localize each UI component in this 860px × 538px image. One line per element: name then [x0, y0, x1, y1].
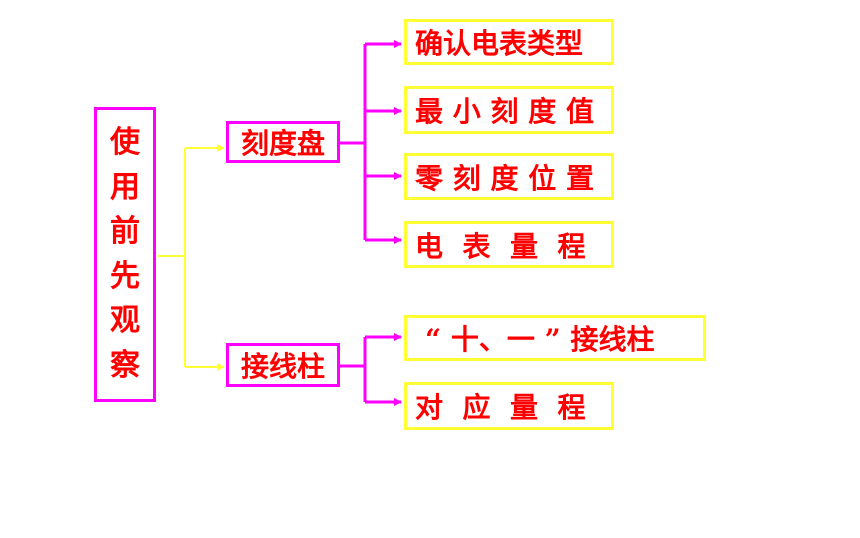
leaf-label: 零 刻 度 位 置: [415, 161, 594, 195]
leaf-min-division: 最 小 刻 度 值: [404, 86, 614, 134]
branch2-connector: [340, 333, 402, 406]
leaf-meter-type: 确认电表类型: [404, 19, 614, 65]
leaf-zero-position: 零 刻 度 位 置: [404, 153, 614, 200]
leaf-meter-range: 电 表 量 程: [404, 221, 614, 268]
root-char: 观: [110, 303, 140, 339]
root-char: 用: [110, 169, 140, 205]
branch1-connector: [340, 40, 402, 244]
root-char: 先: [110, 258, 140, 294]
branch-dial-node: 刻度盘: [226, 121, 340, 163]
root-char: 使: [110, 125, 140, 161]
branch-label: 接线柱: [240, 350, 325, 383]
leaf-label: 确认电表类型: [415, 27, 584, 60]
leaf-label: 电 表 量 程: [415, 229, 586, 263]
leaf-label: “ 十、一 ” 接线柱: [425, 323, 655, 356]
leaf-label: 对 应 量 程: [415, 391, 586, 424]
root-char: 察: [110, 347, 140, 383]
root-char: 前: [110, 214, 140, 250]
branch-label: 刻度盘: [240, 127, 325, 160]
leaf-polarity-terminals: “ 十、一 ” 接线柱: [404, 315, 706, 361]
leaf-label: 最 小 刻 度 值: [415, 95, 594, 128]
root-connector: [158, 144, 225, 371]
branch-terminal-node: 接线柱: [226, 343, 340, 387]
leaf-matching-range: 对 应 量 程: [404, 382, 614, 430]
root-node: 使 用 前 先 观 察: [94, 107, 156, 402]
